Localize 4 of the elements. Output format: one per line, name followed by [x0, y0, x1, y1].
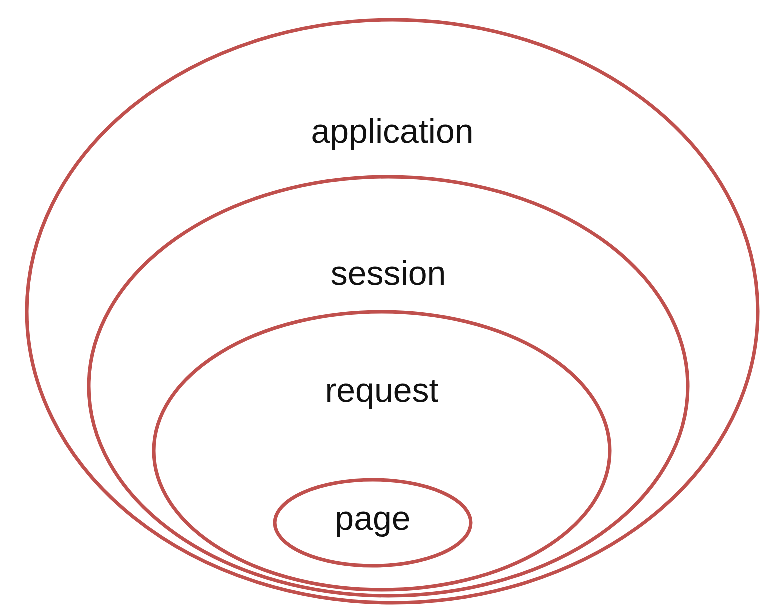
- scope-label: request: [325, 371, 439, 411]
- scope-label: application: [311, 112, 474, 152]
- scope-label: page: [335, 499, 411, 539]
- scope-label: session: [330, 254, 446, 294]
